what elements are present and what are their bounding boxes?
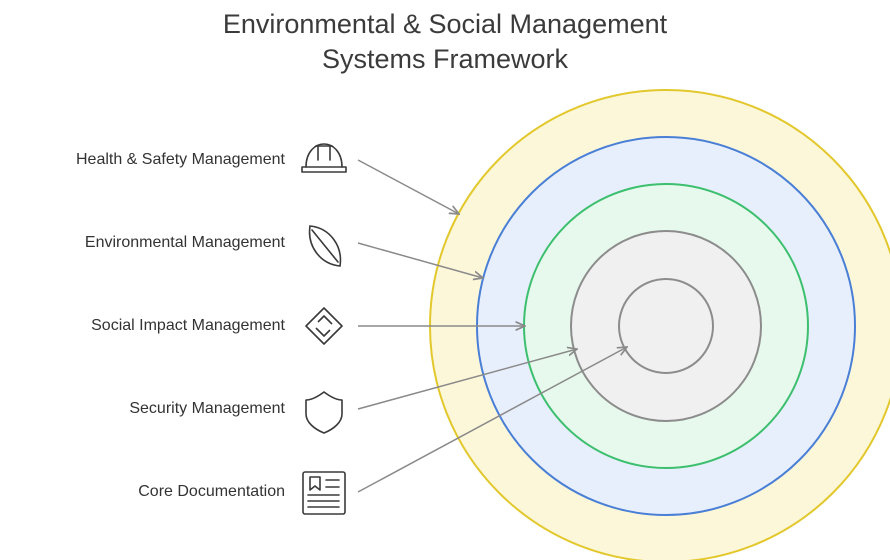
label-social-impact: Social Impact Management <box>91 317 285 334</box>
label-security: Security Management <box>129 400 285 417</box>
shield-icon <box>305 391 343 434</box>
hard-hat-icon <box>301 143 347 173</box>
diamond-link-icon <box>305 307 343 345</box>
label-core-documentation: Core Documentation <box>138 483 285 500</box>
ring-core <box>618 278 714 374</box>
label-environmental: Environmental Management <box>84 234 285 251</box>
arrow-health-safety <box>357 159 459 214</box>
arrow-security <box>357 349 577 410</box>
diagram-title-line-2: Systems Framework <box>321 44 569 74</box>
arrow-core <box>357 347 627 493</box>
label-health-safety: Health & Safety Management <box>75 151 285 168</box>
arrow-environmental <box>357 242 483 278</box>
diagram-title-line-1: Environmental & Social Management <box>222 9 668 39</box>
leaf-icon <box>308 225 342 267</box>
document-icon <box>302 471 346 515</box>
